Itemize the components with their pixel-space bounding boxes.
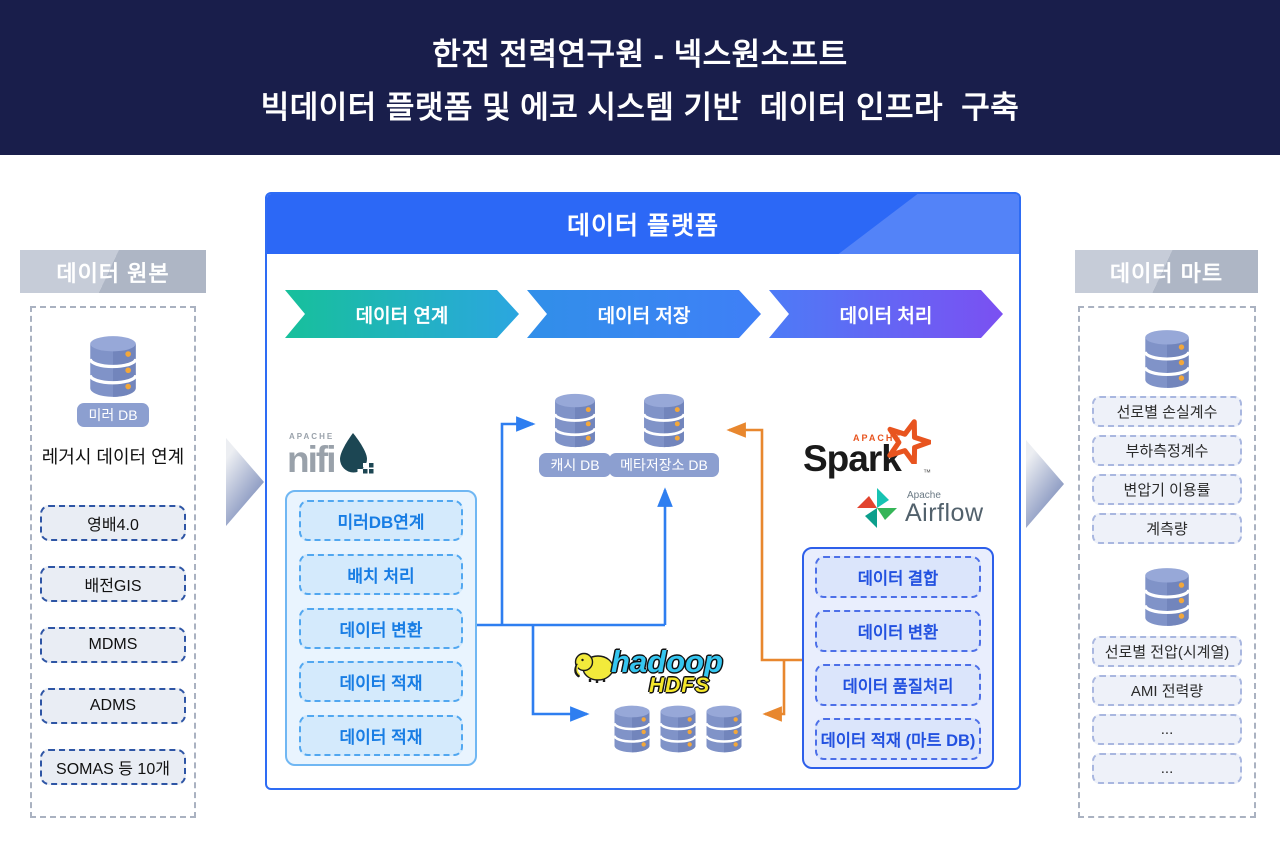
hdfs-db-cluster [609,704,747,754]
ingest-step: 데이터 변환 [299,607,463,649]
processing-step: 데이터 변환 [815,610,981,652]
banner-title-line1: 한전 전력연구원 - 넥스원소프트 [432,36,848,72]
source-column-header: 데이터 원본 [20,250,206,293]
airflow-name-label: Airflow [905,498,984,527]
mart-item: ... [1092,714,1242,745]
source-system-item: ADMS [40,688,186,724]
hdfs-label: HDFS [649,674,711,697]
apache-nifi-logo: APACHE nifi [287,432,374,478]
database-icon [1141,566,1193,628]
mart-column-header: 데이터 마트 [1075,250,1258,293]
spark-tm-label: ™ [923,468,931,477]
database-icon [701,704,747,754]
flow-arrow-right-icon [1026,440,1064,528]
stage-data-store: 데이터 저장 [527,290,761,338]
mart-column-title: 데이터 마트 [1109,260,1224,286]
database-icon [87,334,139,399]
ingest-step: 배치 처리 [299,553,463,595]
source-column-panel: 미러 DB 레거시 데이터 연계 영배4.0 배전GIS MDMS ADMS S… [30,306,196,818]
database-icon [655,704,701,754]
spark-apache-label: APACHE [853,433,903,443]
spark-name-label: Spark [803,438,902,479]
mart-item: ... [1092,753,1242,784]
apache-spark-logo: APACHE Spark ™ [801,419,951,482]
processing-step: 데이터 품질처리 [815,664,981,706]
platform-header: 데이터 플랫폼 [267,194,1019,254]
mart-item: 계측량 [1092,513,1242,544]
stage-data-link: 데이터 연계 [285,290,519,338]
platform-title: 데이터 플랫폼 [567,212,719,240]
source-system-item: 배전GIS [40,566,186,602]
mart-list-2: 선로별 전압(시계열) AMI 전력량 ... ... [1092,636,1242,784]
mart-item: 선로별 손실계수 [1092,396,1242,427]
mart-item: 부하측정계수 [1092,435,1242,466]
source-system-item: MDMS [40,627,186,663]
airflow-apache-label: Apache [907,489,941,501]
ingest-step: 데이터 적재 [299,715,463,756]
hadoop-name-label: hadoop [611,644,723,679]
processing-step-list: 데이터 결합 데이터 변환 데이터 품질처리 데이터 적재 (마트 DB) [802,547,994,769]
apache-airflow-logo: Apache Airflow [855,486,984,530]
spark-star-icon [887,419,931,464]
nifi-name-label: nifi [287,439,337,480]
mart-item: 선로별 전압(시계열) [1092,636,1242,667]
source-column-title: 데이터 원본 [56,260,170,286]
stage-chevrons: 데이터 연계 데이터 저장 데이터 처리 [285,290,1003,338]
mirror-db-badge: 미러 DB [77,403,149,427]
ingest-step-list: 미러DB연계 배치 처리 데이터 변환 데이터 적재 데이터 적재 [285,490,477,766]
mart-item: AMI 전력량 [1092,675,1242,706]
airflow-pinwheel-icon [857,488,897,528]
database-icon [552,392,598,449]
ingest-step: 미러DB연계 [299,500,463,541]
data-platform-panel: 데이터 플랫폼 데이터 연계 데이터 저장 데이터 처리 [265,192,1021,790]
meta-db-label: 메타저장소 DB [609,453,719,477]
title-banner: 한전 전력연구원 - 넥스원소프트 빅데이터 플랫폼 및 에코 시스템 기반 데… [0,0,1280,155]
cache-db-label: 캐시 DB [539,453,611,477]
database-icon [1141,328,1193,390]
processing-step: 데이터 결합 [815,556,981,598]
stage-data-process: 데이터 처리 [769,290,1003,338]
mart-column-panel: 선로별 손실계수 부하측정계수 변압기 이용률 계측량 선로별 전압(시계열) … [1078,306,1256,818]
ingest-step: 데이터 적재 [299,661,463,703]
nifi-drop-icon [340,433,374,474]
hadoop-hdfs-logo: hadoop HDFS [573,644,753,702]
hadoop-elephant-icon [574,652,614,683]
meta-db: 메타저장소 DB [609,392,719,477]
mart-list-1: 선로별 손실계수 부하측정계수 변압기 이용률 계측량 [1092,396,1242,544]
source-caption: 레거시 데이터 연계 [41,447,185,467]
processing-step: 데이터 적재 (마트 DB) [815,718,981,760]
source-system-item: SOMAS 등 10개 [40,749,186,785]
flow-arrow-left-icon [226,438,264,526]
database-icon [641,392,687,449]
banner-title-line2: 빅데이터 플랫폼 및 에코 시스템 기반 데이터 인프라 구축 [260,89,1020,125]
mart-item: 변압기 이용률 [1092,474,1242,505]
nifi-apache-label: APACHE [289,432,335,441]
cache-db: 캐시 DB [529,392,621,477]
database-icon [609,704,655,754]
source-system-item: 영배4.0 [40,505,186,541]
source-system-list: 영배4.0 배전GIS MDMS ADMS SOMAS 등 10개 [40,505,186,785]
